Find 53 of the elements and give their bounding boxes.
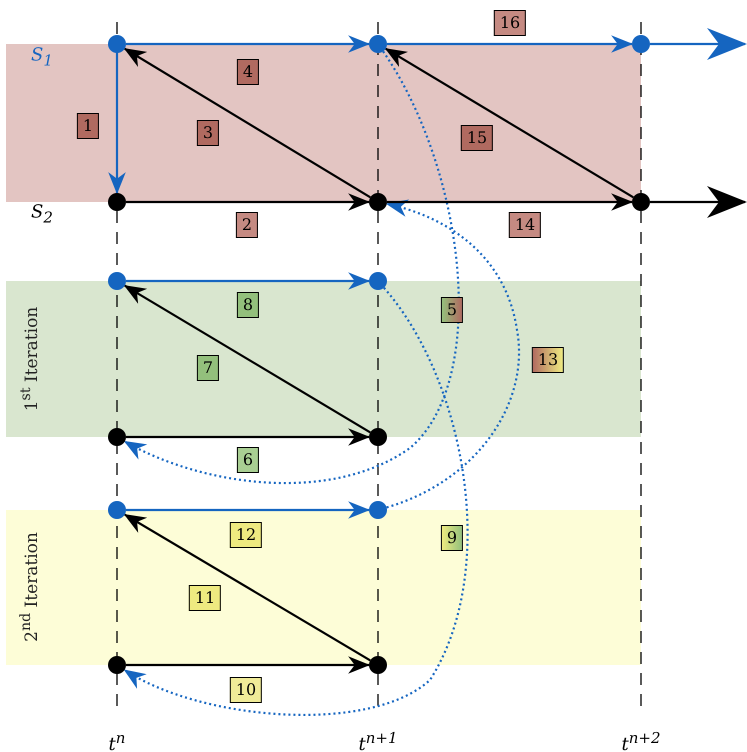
arrow <box>124 514 371 662</box>
edge-label: 10 <box>230 677 262 703</box>
edge-label: 5 <box>440 297 464 323</box>
arrow <box>124 284 371 434</box>
arrow <box>108 53 126 194</box>
arrow <box>126 272 370 290</box>
time-label: t$^{n+1}$ <box>358 729 398 752</box>
time-point-dot <box>632 193 650 211</box>
edge-label: 14 <box>508 212 542 238</box>
arrow <box>126 193 370 211</box>
time-label: t$^{n+2}$ <box>622 729 660 752</box>
edge-label: 15 <box>460 125 494 151</box>
time-point-dot <box>108 193 126 211</box>
row-label: S$_{2}$ <box>31 202 53 226</box>
edge-label: 16 <box>494 10 526 36</box>
arrow <box>384 48 634 198</box>
edge-label: 9 <box>440 525 464 551</box>
arrow <box>126 501 370 519</box>
arrow <box>126 35 370 53</box>
arrow <box>124 48 371 198</box>
dotted-arrow <box>124 50 460 484</box>
dotted-arrow <box>124 287 468 716</box>
time-point-dot <box>369 193 387 211</box>
arrow <box>387 193 634 211</box>
edge-label: 12 <box>230 522 262 548</box>
edge-label: 7 <box>196 355 220 381</box>
arrow <box>650 186 747 218</box>
time-label: t$^{n}$ <box>108 729 126 752</box>
edge-label: 3 <box>196 120 220 146</box>
row-label: S$_{1}$ <box>31 44 53 70</box>
edge-label: 4 <box>236 59 260 85</box>
edge-label: 11 <box>188 585 222 611</box>
time-point-dot <box>108 35 126 53</box>
edge-label: 6 <box>236 447 260 473</box>
time-point-dot <box>369 428 387 446</box>
time-point-dot <box>369 272 387 290</box>
time-point-dot <box>632 35 650 53</box>
edge-label: 8 <box>236 292 260 318</box>
time-point-dot <box>108 272 126 290</box>
arrow <box>387 35 634 53</box>
edge-label: 1 <box>76 113 100 139</box>
arrow <box>126 656 370 674</box>
time-point-dot <box>108 656 126 674</box>
time-point-dot <box>108 428 126 446</box>
edge-label: 13 <box>532 347 564 373</box>
dotted-arrow <box>386 200 520 508</box>
time-point-dot <box>369 656 387 674</box>
arrow <box>126 428 370 446</box>
arrow <box>650 28 747 60</box>
edge-label: 2 <box>236 212 258 238</box>
time-point-dot <box>108 501 126 519</box>
time-point-dot <box>369 35 387 53</box>
time-point-dot <box>369 501 387 519</box>
